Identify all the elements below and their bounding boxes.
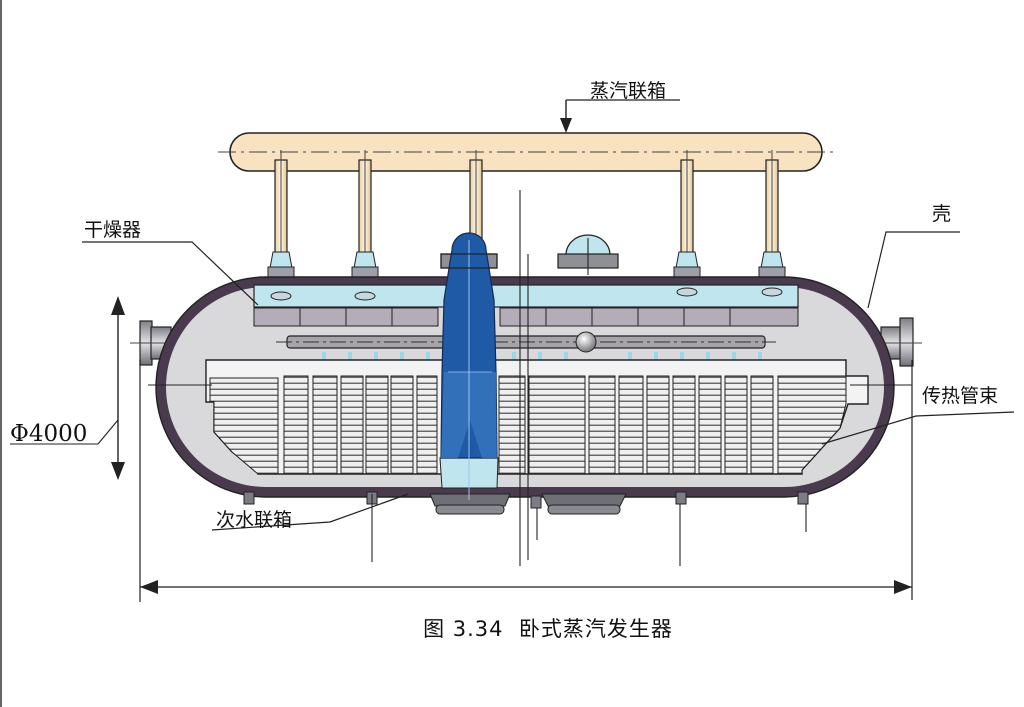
riser-pipe — [351, 150, 379, 285]
length-dimension — [139, 360, 913, 602]
diameter-dimension — [10, 296, 125, 480]
riser-pipe — [673, 150, 701, 285]
right-nozzle — [872, 317, 922, 367]
figure-caption: 图 3.34 卧式蒸汽发生器 — [423, 617, 673, 641]
riser-pipes — [267, 150, 786, 285]
steam-header-arrow — [560, 99, 680, 133]
leader-lines — [82, 231, 1015, 531]
riser-pipe — [469, 150, 483, 246]
diameter-label: Φ4000 — [10, 421, 87, 447]
dryer-label: 干燥器 — [84, 219, 141, 241]
steam-header-label: 蒸汽联箱 — [590, 80, 666, 102]
riser-pipe — [267, 150, 295, 285]
dryer — [253, 284, 799, 308]
bottom-outlets — [243, 491, 809, 515]
shell-label: 壳 — [932, 203, 951, 225]
tube-bundle-label: 传热管束 — [922, 385, 998, 407]
steam-header — [218, 132, 838, 172]
secondary-water-header-label: 次水联箱 — [216, 509, 292, 531]
tube-bundle — [205, 359, 869, 475]
separator-row — [253, 307, 799, 327]
riser-pipe — [758, 150, 786, 285]
primary-collector — [439, 232, 499, 500]
feedwater-distributor — [276, 331, 776, 366]
center-lines — [148, 190, 912, 566]
